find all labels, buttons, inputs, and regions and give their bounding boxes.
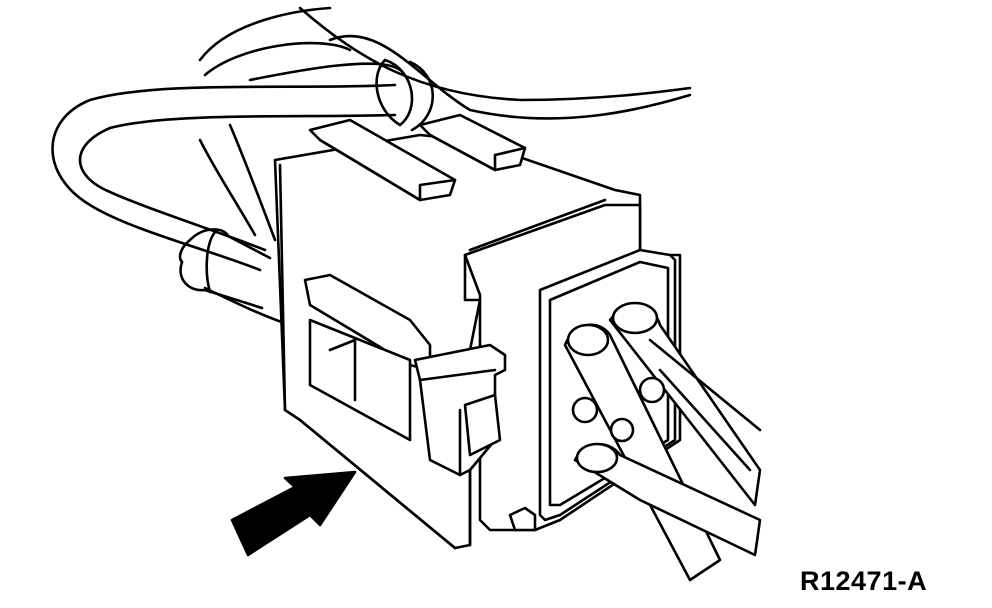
figure-id-label: R12471-A <box>800 566 928 596</box>
exit-wires <box>565 303 760 580</box>
indicator-arrow <box>232 472 355 555</box>
housing-top-ribs <box>310 115 525 200</box>
housing-bottom-tab <box>510 508 535 530</box>
wire-harness-loop <box>53 8 691 325</box>
housing-latch <box>305 275 505 475</box>
